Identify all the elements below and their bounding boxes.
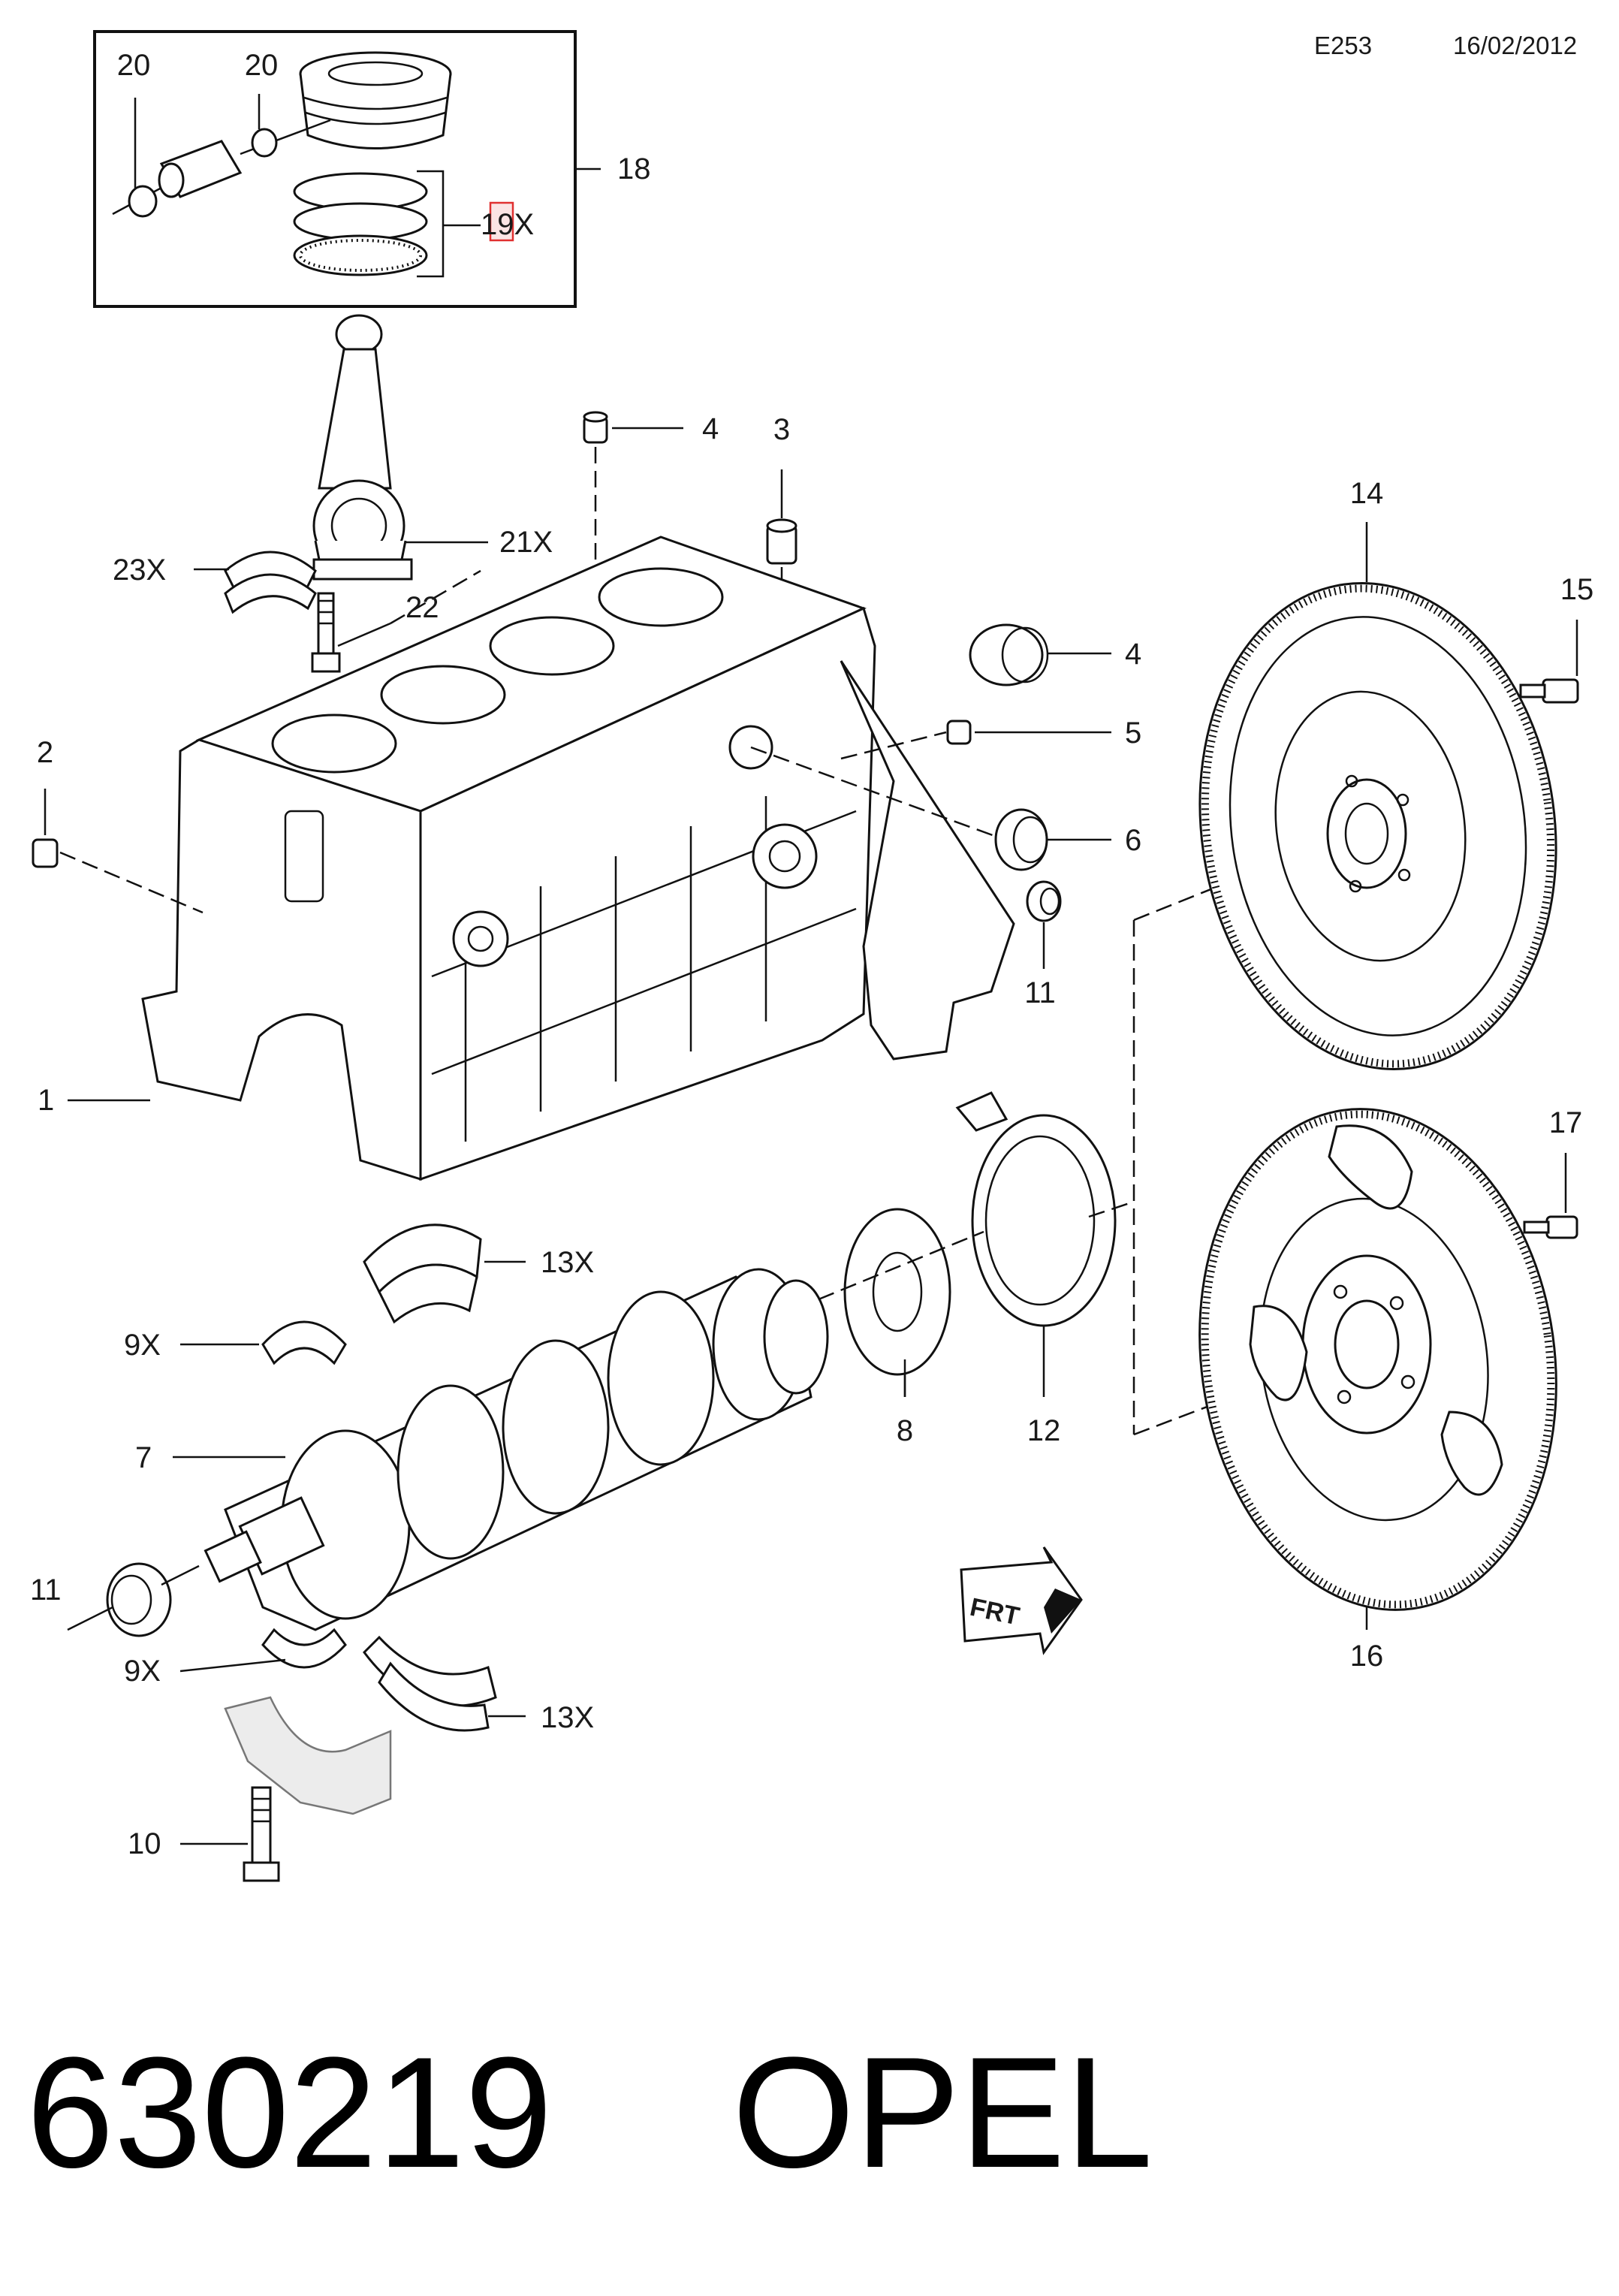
callout-20-left: 20 [117,49,151,82]
crank-sensor-ring [843,1208,951,1376]
con-rod-bearing-shell [224,551,317,614]
cylinder-block [141,536,1015,1181]
crankshaft [204,1268,829,1631]
callout-18: 18 [617,152,651,186]
callout-2: 2 [37,736,53,769]
callout-5: 5 [1125,717,1141,750]
piston [299,51,452,149]
seal-ring [994,808,1048,871]
callout-13x-top: 13X [541,1246,594,1279]
oil-seal-front [106,1562,172,1637]
plug-top [583,411,608,444]
oil-seal-small-right [1026,880,1062,922]
main-bearing-upper [363,1223,482,1324]
callout-3: 3 [773,413,790,446]
main-bearing-lower [363,1635,497,1732]
main-bearing-bolt [243,1786,280,1882]
callout-7: 7 [135,1441,152,1474]
rear-main-seal [955,1091,1117,1327]
piston-kit-inset [93,30,601,308]
callout-10: 10 [128,1827,161,1860]
main-bearing-cap [224,1696,392,1815]
callout-17: 17 [1549,1106,1583,1139]
front-arrow-icon: FRT [960,1546,1083,1655]
circlip-right [251,128,278,158]
plug-left [32,838,59,868]
callout-23x: 23X [113,554,166,587]
small-plug [946,720,972,745]
callout-21x: 21X [499,526,553,559]
callout-14: 14 [1350,477,1384,510]
diagram-code: E253 [1314,32,1372,59]
dowel-sleeve [766,518,797,565]
circlip-left [128,185,158,218]
callout-15: 15 [1560,573,1594,606]
piston-rings [293,172,428,276]
callout-9x-bottom: 9X [124,1655,161,1688]
flexplate [1198,1108,1557,1611]
callout-8: 8 [897,1414,913,1447]
main-bearing-shell-upper [261,1320,347,1365]
highlight-box-19x [489,201,514,242]
callout-11-right: 11 [1024,976,1056,1009]
callout-11-left: 11 [30,1573,62,1607]
callout-20-right: 20 [245,49,279,82]
main-bearing-shell-lower [261,1628,347,1669]
con-rod-bolt [311,592,341,673]
callout-16: 16 [1350,1640,1384,1673]
callout-4-side: 4 [1125,638,1141,671]
flexplate-bolt [1523,1215,1578,1239]
callout-9x-top: 9X [124,1329,161,1362]
diagram-date: 16/02/2012 [1453,32,1577,59]
part-number: 630219 [26,2024,553,2201]
callout-12: 12 [1027,1414,1061,1447]
connecting-rod [312,314,413,581]
callout-19x: 19X [481,208,534,241]
flywheel [1198,582,1557,1070]
callout-13x-bottom: 13X [541,1701,594,1734]
cap-plug [969,623,1049,686]
callout-6: 6 [1125,824,1141,857]
flywheel-bolt [1519,678,1579,704]
callout-1: 1 [38,1084,54,1117]
brand-name: OPEL [732,2024,1153,2201]
callout-4-top: 4 [702,412,719,445]
callout-22: 22 [406,591,439,624]
